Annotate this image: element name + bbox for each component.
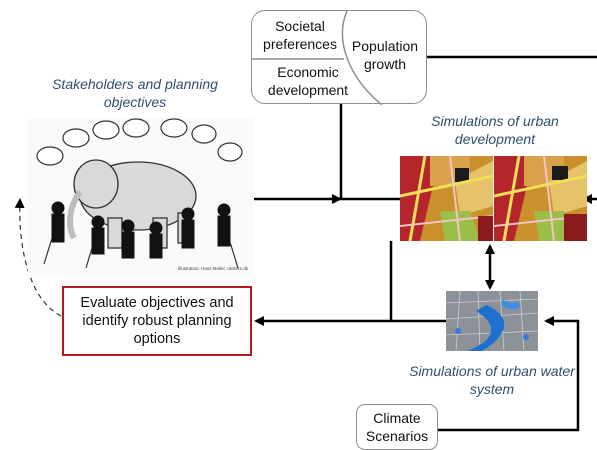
population-growth-label: Population growth: [351, 38, 419, 72]
economic-development-label: Economic development: [267, 64, 349, 98]
evaluate-label: Evaluate objectives and identify robust …: [80, 295, 234, 347]
stakeholders-illustration: Illustration: Hans Moller, otoliere.dk: [28, 118, 253, 276]
illustration-credit: Illustration: Hans Moller, otoliere.dk: [178, 266, 249, 271]
stakeholders-caption: Stakeholders and planning objectives: [52, 76, 218, 110]
elephant-cartoon-image: [28, 118, 253, 276]
climate-scenarios-label: Climate Scenarios: [365, 410, 429, 444]
climate-to-water-arrow: [438, 316, 580, 432]
water-system-map-image: [446, 291, 538, 351]
water-system-caption: Simulations of urban water system: [409, 363, 575, 397]
climate-scenarios-box: Climate Scenarios: [356, 404, 438, 450]
urban-map-right-image: [494, 156, 587, 241]
drivers-box: Societal preferences Population growth E…: [251, 10, 427, 105]
urban-map-left-image: [400, 156, 493, 241]
urban-development-caption: Simulations of urban development: [431, 113, 559, 147]
evaluate-box: Evaluate objectives and identify robust …: [62, 286, 252, 356]
drivers-dividers: [252, 11, 383, 105]
societal-preferences-label: Societal preferences: [263, 18, 337, 52]
